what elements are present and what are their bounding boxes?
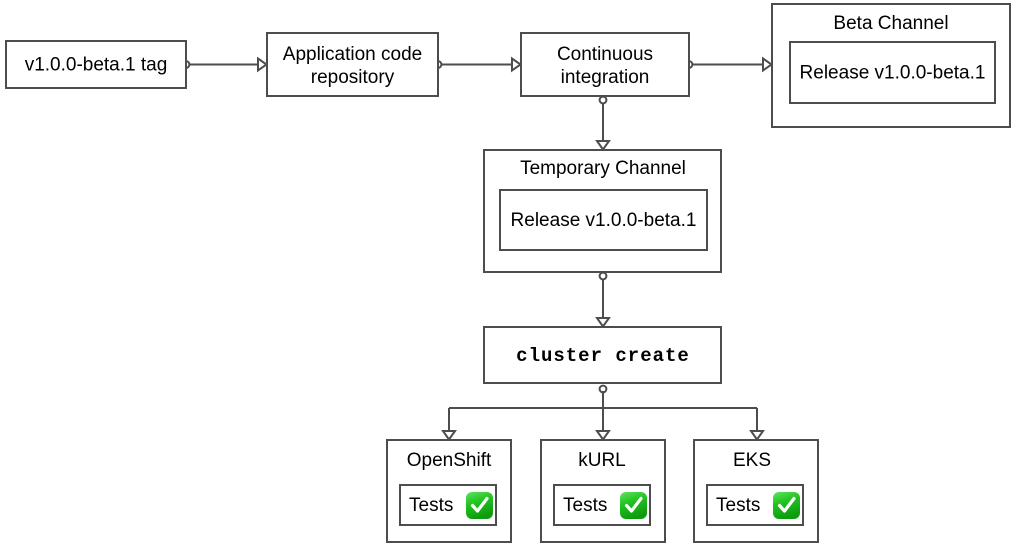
node-tag[interactable]: v1.0.0-beta.1 tag xyxy=(5,40,187,89)
edge-ci-to-beta-channel xyxy=(684,56,774,73)
temporary-channel-release-box[interactable] xyxy=(499,189,708,251)
beta-channel-release-label: Release v1.0.0-beta.1 xyxy=(800,63,986,84)
beta-channel-title: Beta Channel xyxy=(833,13,948,34)
node-beta-channel[interactable]: Beta Channel Release v1.0.0-beta.1 xyxy=(771,3,1011,128)
node-ci-label-line1: Continuous xyxy=(557,44,653,65)
temporary-channel-title: Temporary Channel xyxy=(520,158,686,179)
edge-repo-to-ci xyxy=(433,56,523,73)
temporary-channel-release-label: Release v1.0.0-beta.1 xyxy=(511,210,697,231)
cluster-create-label: cluster create xyxy=(516,345,690,367)
openshift-title: OpenShift xyxy=(407,450,492,471)
node-tag-label: v1.0.0-beta.1 tag xyxy=(25,55,168,76)
kurl-tests-label: Tests xyxy=(563,495,607,516)
eks-tests-label: Tests xyxy=(716,495,760,516)
openshift-tests-label: Tests xyxy=(409,495,453,516)
beta-channel-release-box[interactable] xyxy=(789,41,996,104)
node-kurl[interactable]: kURL Tests xyxy=(540,439,666,543)
node-continuous-integration[interactable]: Continuous integration xyxy=(520,32,690,97)
node-repo-label-line1: Application code xyxy=(283,44,422,65)
kurl-title: kURL xyxy=(578,450,626,471)
node-application-code-repository[interactable]: Application code repository xyxy=(266,32,439,97)
node-openshift[interactable]: OpenShift Tests xyxy=(386,439,512,543)
edge-cluster-create-branch xyxy=(441,384,765,442)
edge-tag-to-repo xyxy=(181,56,269,73)
eks-title: EKS xyxy=(733,450,771,471)
node-eks[interactable]: EKS Tests xyxy=(693,439,819,543)
node-cluster-create[interactable]: cluster create xyxy=(483,326,722,384)
edge-ci-to-temporary-channel xyxy=(595,95,611,152)
node-temporary-channel[interactable]: Temporary Channel Release v1.0.0-beta.1 xyxy=(483,149,722,273)
node-ci-label-line2: integration xyxy=(561,67,650,88)
green-check-icon xyxy=(773,492,800,519)
edge-temporary-channel-to-cluster-create xyxy=(595,271,611,329)
node-repo-label-line2: repository xyxy=(311,67,395,88)
green-check-icon xyxy=(466,492,493,519)
green-check-icon xyxy=(620,492,647,519)
